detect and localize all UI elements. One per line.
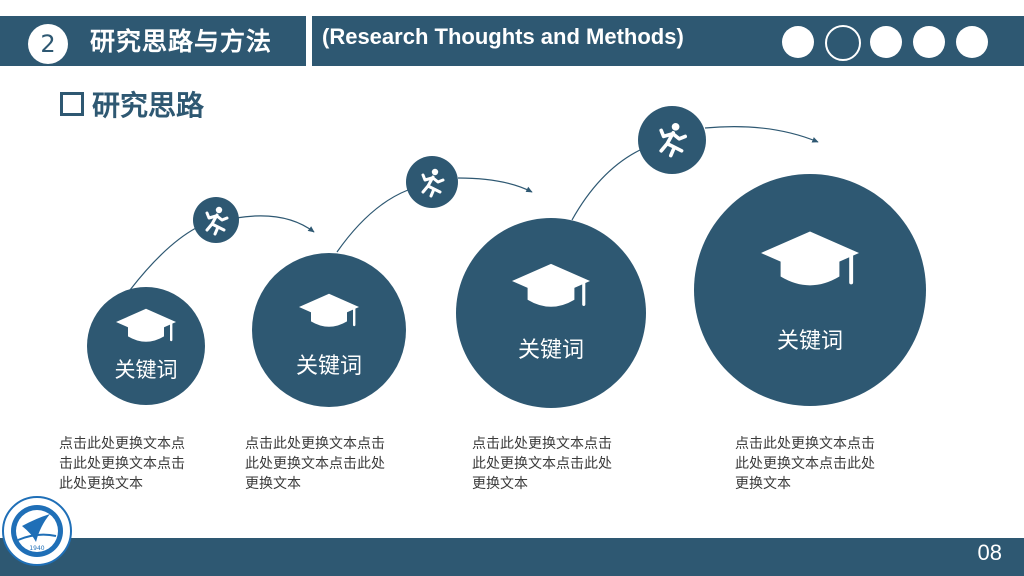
logo-year: 1940	[29, 545, 44, 552]
step-1-desc-line-1: 点击此处更换文本点	[59, 436, 185, 452]
nav-dot-5[interactable]	[956, 26, 988, 58]
step-1-desc-line-3: 此处更换文本	[59, 476, 143, 492]
connector-arrow-1	[235, 215, 315, 233]
university-logo: 1940	[2, 496, 72, 566]
connector-line-2	[336, 189, 409, 253]
step-3-description: 点击此处更换文本点击 此处更换文本点击此处 更换文本	[472, 434, 612, 494]
step-3-desc-line-1: 点击此处更换文本点击	[472, 436, 612, 452]
step-3-keyword: 关键词	[517, 338, 584, 363]
running-person-icon	[406, 156, 458, 208]
running-person-icon	[193, 197, 239, 243]
connector-line-3	[571, 149, 641, 221]
header-separator	[306, 16, 312, 66]
step-4-desc-line-1: 点击此处更换文本点击	[735, 436, 875, 452]
step-circle-1	[87, 287, 205, 405]
step-1-keyword: 关键词	[114, 358, 178, 382]
square-bullet-icon	[60, 92, 84, 116]
step-3-desc-line-3: 更换文本	[472, 476, 528, 492]
section-title-text: 研究思路	[92, 89, 205, 122]
step-2-desc-line-3: 更换文本	[245, 476, 301, 492]
running-person-icon	[638, 106, 706, 174]
connector-arrow-2	[457, 177, 533, 193]
page-number: 08	[977, 540, 1002, 565]
footer-bar	[0, 538, 1024, 576]
step-circle-3	[456, 218, 646, 408]
step-1-description: 点击此处更换文本点 击此处更换文本点击 此处更换文本	[59, 434, 185, 494]
step-3-desc-line-2: 此处更换文本点击此处	[472, 456, 612, 472]
step-circle-2	[252, 253, 406, 407]
step-2-keyword: 关键词	[295, 354, 362, 379]
step-4-desc-line-3: 更换文本	[735, 476, 791, 492]
connector-line-1	[129, 227, 197, 291]
step-4-desc-line-2: 此处更换文本点击此处	[735, 456, 875, 472]
step-2-description: 点击此处更换文本点击 此处更换文本点击此处 更换文本	[245, 434, 385, 494]
header-title-cn: 研究思路与方法	[90, 27, 273, 56]
step-2-desc-line-2: 此处更换文本点击此处	[245, 456, 385, 472]
step-2-desc-line-1: 点击此处更换文本点击	[245, 436, 385, 452]
step-1-desc-line-2: 击此处更换文本点击	[59, 456, 185, 472]
nav-dot-2-active[interactable]	[825, 25, 861, 61]
nav-dot-3[interactable]	[870, 26, 902, 58]
section-number-badge: 2	[28, 24, 68, 64]
step-4-keyword: 关键词	[776, 329, 843, 354]
header-title-en: (Research Thoughts and Methods)	[322, 24, 684, 49]
section-title: 研究思路	[60, 86, 204, 126]
connector-arrow-3	[704, 126, 819, 143]
nav-dot-1[interactable]	[782, 26, 814, 58]
nav-dot-4[interactable]	[913, 26, 945, 58]
step-4-description: 点击此处更换文本点击 此处更换文本点击此处 更换文本	[735, 434, 875, 494]
step-circle-4	[694, 174, 926, 406]
